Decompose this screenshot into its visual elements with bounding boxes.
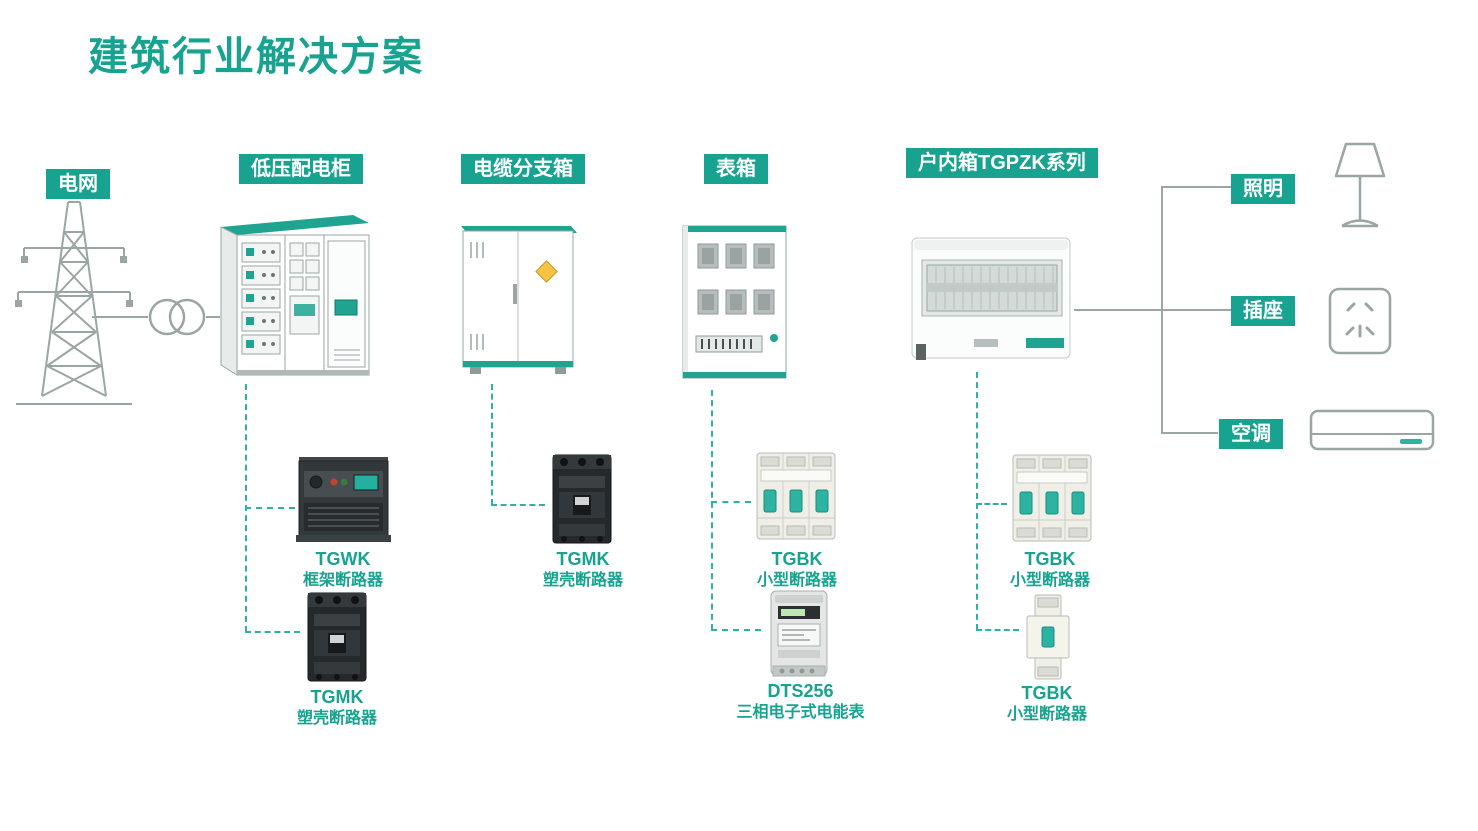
tgmk-mccb-image-branchbox xyxy=(546,452,618,546)
lv-distribution-cabinet-illustration xyxy=(218,210,373,382)
wire-transformer-to-cabinet xyxy=(206,316,220,318)
wire-indoorbox-to-trunk xyxy=(1074,309,1163,311)
tag-meter-box: 表箱 xyxy=(704,154,768,184)
wire-trunk-to-ac xyxy=(1161,432,1218,434)
wire-grid-to-transformer xyxy=(92,316,148,318)
tag-lv-cabinet: 低压配电柜 xyxy=(239,154,363,184)
tag-socket: 插座 xyxy=(1231,296,1295,326)
tag-branch-box: 电缆分支箱 xyxy=(461,154,585,184)
tgmk-mccb-image-cabinet xyxy=(301,590,373,684)
tgbk-mcb-image-indoorbox xyxy=(1008,452,1096,544)
product-caption-tgmk-branchbox: TGMK 塑壳断路器 xyxy=(518,548,648,592)
product-model: TGBK xyxy=(1021,683,1073,703)
transformer-icon xyxy=(146,296,208,338)
product-caption-dts256: DTS256 三相电子式电能表 xyxy=(718,680,883,724)
product-model: TGBK xyxy=(1024,549,1076,569)
dashed-branchbox-to-tgmk xyxy=(491,504,545,506)
product-model: TGWK xyxy=(315,549,371,569)
product-name: 小型断路器 xyxy=(1006,706,1087,724)
tag-lighting: 照明 xyxy=(1231,174,1295,204)
dashed-cabinet-to-tgmk xyxy=(245,631,300,633)
product-name: 小型断路器 xyxy=(756,572,837,590)
tag-ac: 空调 xyxy=(1219,419,1283,449)
product-caption-tgbk-indoorbox: TGBK 小型断路器 xyxy=(985,548,1115,592)
product-caption-tgbk-1p: TGBK 小型断路器 xyxy=(982,682,1112,726)
product-model: TGBK xyxy=(771,549,823,569)
wire-trunk-to-socket xyxy=(1161,309,1231,311)
product-caption-tgmk-cabinet: TGMK 塑壳断路器 xyxy=(272,686,402,730)
dashed-indoorbox-down xyxy=(976,372,978,630)
product-caption-tgwk: TGWK 框架断路器 xyxy=(278,548,408,592)
meter-box-illustration xyxy=(678,218,793,388)
product-name: 塑壳断路器 xyxy=(542,572,623,590)
transmission-tower-icon xyxy=(14,196,134,410)
dashed-meterbox-to-dts256 xyxy=(711,629,761,631)
cable-branch-box-illustration xyxy=(455,216,583,382)
dashed-meterbox-down xyxy=(711,390,713,630)
dashed-meterbox-to-tgbk xyxy=(711,501,751,503)
dashed-indoorbox-to-tgbk1p xyxy=(976,629,1019,631)
air-conditioner-icon xyxy=(1308,406,1436,456)
wire-trunk-to-lighting xyxy=(1161,186,1231,188)
tag-indoor-box: 户内箱TGPZK系列 xyxy=(906,148,1098,178)
dts256-energy-meter-image xyxy=(762,588,836,682)
dashed-cabinet-to-tgwk xyxy=(245,507,295,509)
product-model: DTS256 xyxy=(767,681,834,701)
lamp-icon xyxy=(1324,138,1396,233)
tgwk-frame-breaker-image xyxy=(296,455,391,545)
socket-icon xyxy=(1327,286,1393,356)
page-title: 建筑行业解决方案 xyxy=(88,35,424,79)
product-model: TGMK xyxy=(310,687,364,707)
tag-power-grid: 电网 xyxy=(46,169,110,199)
product-model: TGMK xyxy=(556,549,610,569)
tgbk-mcb-image-meterbox xyxy=(752,450,840,542)
dashed-indoorbox-to-tgbk xyxy=(976,503,1007,505)
indoor-box-illustration xyxy=(908,226,1076,370)
product-caption-tgbk-meterbox: TGBK 小型断路器 xyxy=(732,548,862,592)
tgbk-mcb-1p-image xyxy=(1020,592,1076,682)
product-name: 三相电子式电能表 xyxy=(736,704,865,722)
product-name: 塑壳断路器 xyxy=(296,710,377,728)
product-name: 小型断路器 xyxy=(1009,572,1090,590)
dashed-branchbox-down xyxy=(491,384,493,505)
product-name: 框架断路器 xyxy=(302,572,383,590)
